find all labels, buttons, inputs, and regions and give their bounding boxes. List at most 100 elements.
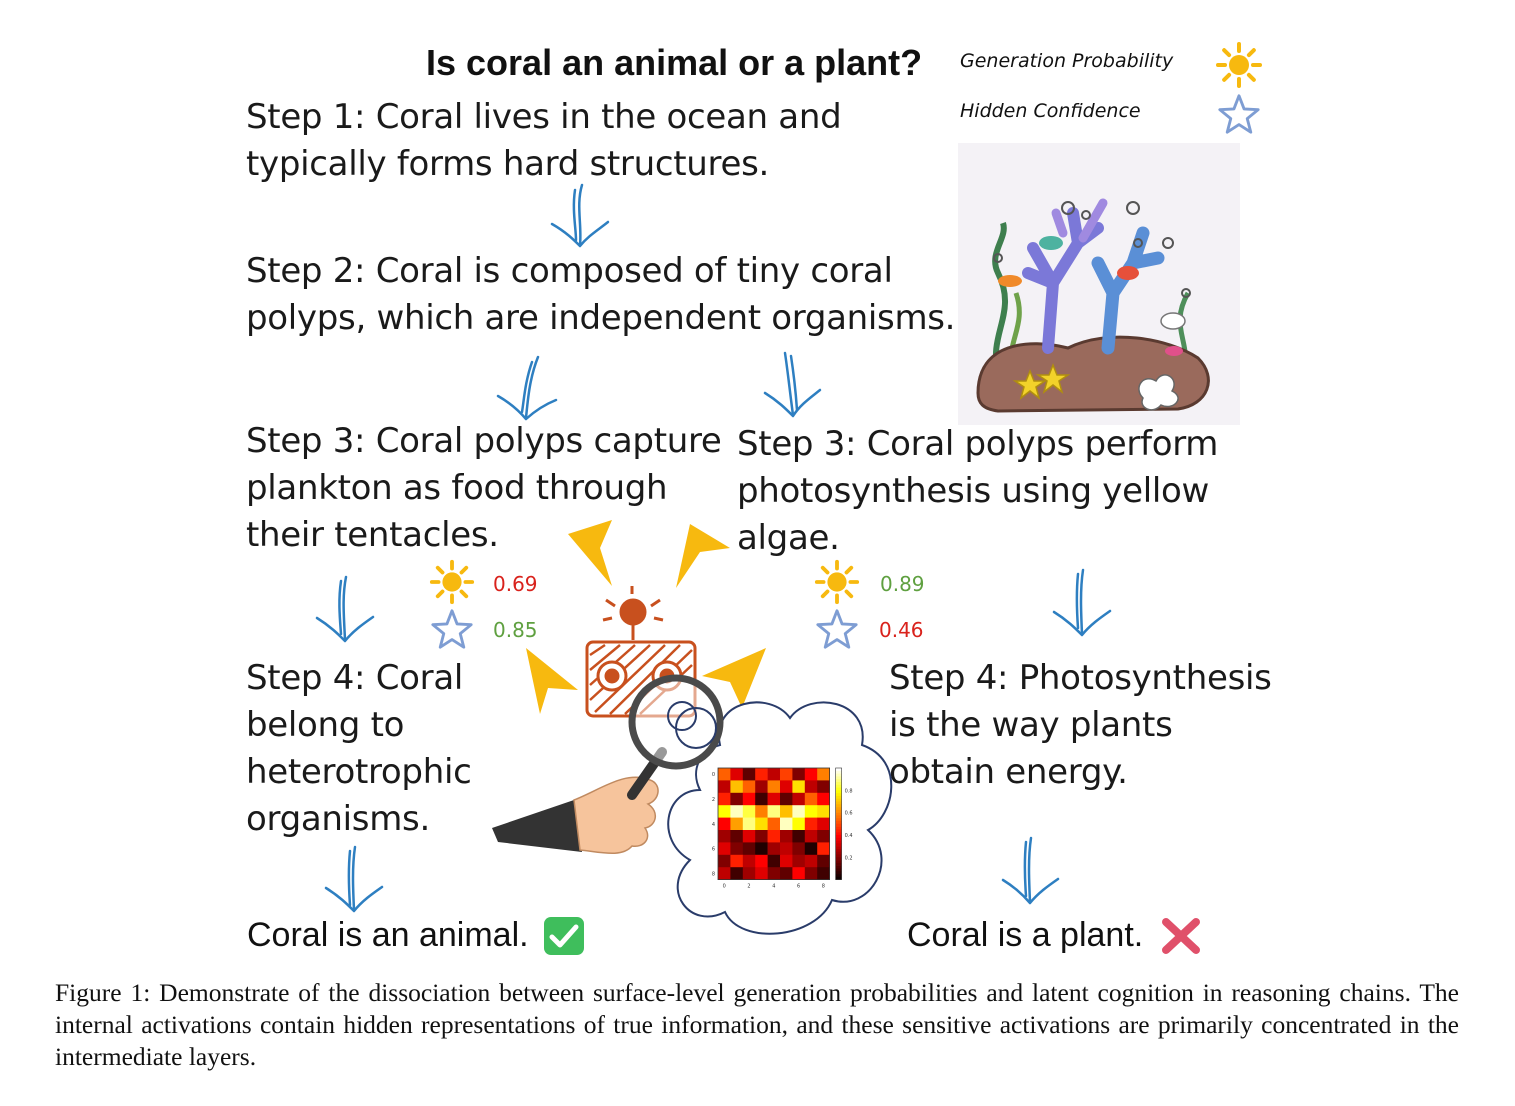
heatmap-cell bbox=[767, 817, 781, 831]
heatmap-cell bbox=[755, 792, 768, 806]
heatmap-cell bbox=[804, 830, 818, 843]
heatmap-cell bbox=[755, 842, 768, 856]
left-generation-probability-score: 0.69 bbox=[493, 572, 538, 596]
heatmap-cell bbox=[730, 842, 744, 856]
heatmap-x-tick: 4 bbox=[772, 884, 775, 890]
heatmap-cell bbox=[780, 768, 793, 781]
heatmap-cell bbox=[730, 830, 744, 843]
heatmap-cell bbox=[742, 842, 756, 856]
heatmap-cell bbox=[780, 854, 793, 868]
heatmap-cell bbox=[792, 830, 806, 843]
heatmap-cell bbox=[804, 867, 818, 880]
heatmap-cell bbox=[742, 867, 756, 880]
heatmap-cell bbox=[742, 830, 756, 843]
heatmap-cell bbox=[767, 854, 781, 868]
coral-reef-illustration bbox=[958, 143, 1240, 425]
heatmap-cell bbox=[718, 780, 731, 794]
heatmap-cell bbox=[718, 830, 731, 843]
heatmap-cell bbox=[742, 768, 756, 781]
heatmap-cell bbox=[755, 854, 768, 868]
heatmap-cell bbox=[804, 817, 818, 831]
figure-caption: Figure 1: Demonstrate of the dissociatio… bbox=[55, 978, 1459, 1071]
heatmap-cell bbox=[767, 805, 781, 818]
cross-icon bbox=[1162, 918, 1200, 954]
step4-left-text: Step 4: Coral belong to heterotrophic or… bbox=[246, 658, 472, 839]
heatmap-colorbar-tick: 0.6 bbox=[845, 811, 853, 817]
heatmap-cell bbox=[792, 780, 806, 794]
heatmap-cell bbox=[730, 792, 744, 806]
arrow-step3-right-to-step4-right bbox=[1052, 568, 1112, 637]
heatmap-cell bbox=[718, 854, 731, 868]
heatmap-cell bbox=[718, 805, 731, 818]
conclusion-animal: Coral is an animal. bbox=[247, 916, 529, 954]
right-sun-icon bbox=[814, 559, 860, 605]
heatmap-cell bbox=[767, 768, 781, 781]
heatmap-cell bbox=[804, 780, 818, 794]
heatmap-cell bbox=[804, 805, 818, 818]
heatmap-cell bbox=[718, 817, 731, 831]
heatmap-cell bbox=[804, 768, 818, 781]
legend-star-icon bbox=[1218, 94, 1260, 134]
step2-text: Step 2: Coral is composed of tiny coral … bbox=[246, 251, 956, 338]
heatmap-cell bbox=[780, 842, 793, 856]
step4-right-text: Step 4: Photosynthesis is the way plants… bbox=[889, 658, 1272, 792]
heatmap-cell bbox=[742, 792, 756, 806]
heatmap-cell bbox=[718, 792, 731, 806]
heatmap-cell bbox=[767, 830, 781, 843]
heatmap-cell bbox=[755, 867, 768, 880]
heatmap-y-tick: 0 bbox=[712, 772, 715, 778]
question-title: Is coral an animal or a plant? bbox=[426, 42, 923, 83]
heatmap-cell bbox=[730, 805, 744, 818]
heatmap-cell bbox=[755, 817, 768, 831]
heatmap-cell bbox=[804, 792, 818, 806]
legend-sun-icon bbox=[1216, 42, 1262, 88]
heatmap-cell bbox=[718, 867, 731, 880]
heatmap-colorbar-tick: 0.8 bbox=[845, 788, 853, 794]
heatmap-cell bbox=[742, 854, 756, 868]
heatmap-cell bbox=[817, 768, 830, 781]
legend-hidden-confidence-label: Hidden Confidence bbox=[960, 100, 1141, 122]
heatmap-cell bbox=[730, 817, 744, 831]
spotlight-arrow-bottom-right bbox=[702, 648, 766, 708]
heatmap-cell bbox=[718, 842, 731, 856]
heatmap-cell bbox=[817, 830, 830, 843]
heatmap-cell bbox=[780, 780, 793, 794]
step1-text: Step 1: Coral lives in the ocean and typ… bbox=[246, 97, 842, 184]
heatmap-x-tick: 0 bbox=[723, 884, 726, 890]
heatmap-cell bbox=[730, 867, 744, 880]
arrow-step4-left-to-conclusion-left bbox=[324, 845, 384, 913]
spotlight-arrow-bottom-left bbox=[526, 648, 578, 714]
heatmap-y-tick: 6 bbox=[712, 847, 715, 853]
arrow-step2-to-step3-left bbox=[496, 355, 558, 421]
legend-generation-probability-label: Generation Probability bbox=[960, 50, 1174, 72]
heatmap-y-tick: 2 bbox=[712, 797, 715, 803]
heatmap-cell bbox=[730, 780, 744, 794]
heatmap-cell bbox=[742, 805, 756, 818]
sleeve bbox=[492, 800, 582, 852]
left-star-icon bbox=[431, 609, 473, 649]
heatmap-cell bbox=[755, 768, 768, 781]
heatmap-cell bbox=[792, 805, 806, 818]
arrow-step1-to-step2 bbox=[550, 183, 610, 248]
heatmap-cell bbox=[730, 768, 744, 781]
heatmap-cell bbox=[804, 842, 818, 856]
heatmap-cell bbox=[767, 867, 781, 880]
conclusion-plant: Coral is a plant. bbox=[907, 916, 1144, 954]
heatmap-cell bbox=[792, 842, 806, 856]
heatmap-cell bbox=[817, 805, 830, 818]
heatmap-cell bbox=[742, 780, 756, 794]
step3-left-text: Step 3: Coral polyps capture plankton as… bbox=[246, 421, 722, 555]
heatmap-cell bbox=[780, 830, 793, 843]
heatmap-cell bbox=[804, 854, 818, 868]
heatmap-cell bbox=[718, 768, 731, 781]
arrow-step3-left-to-step4-left bbox=[315, 575, 375, 643]
heatmap-cell bbox=[792, 817, 806, 831]
left-hidden-confidence-score: 0.85 bbox=[493, 618, 538, 642]
heatmap-cell bbox=[817, 842, 830, 856]
heatmap-colorbar-tick: 0.2 bbox=[845, 855, 853, 861]
heatmap-cell bbox=[755, 780, 768, 794]
heatmap-cell bbox=[792, 854, 806, 868]
